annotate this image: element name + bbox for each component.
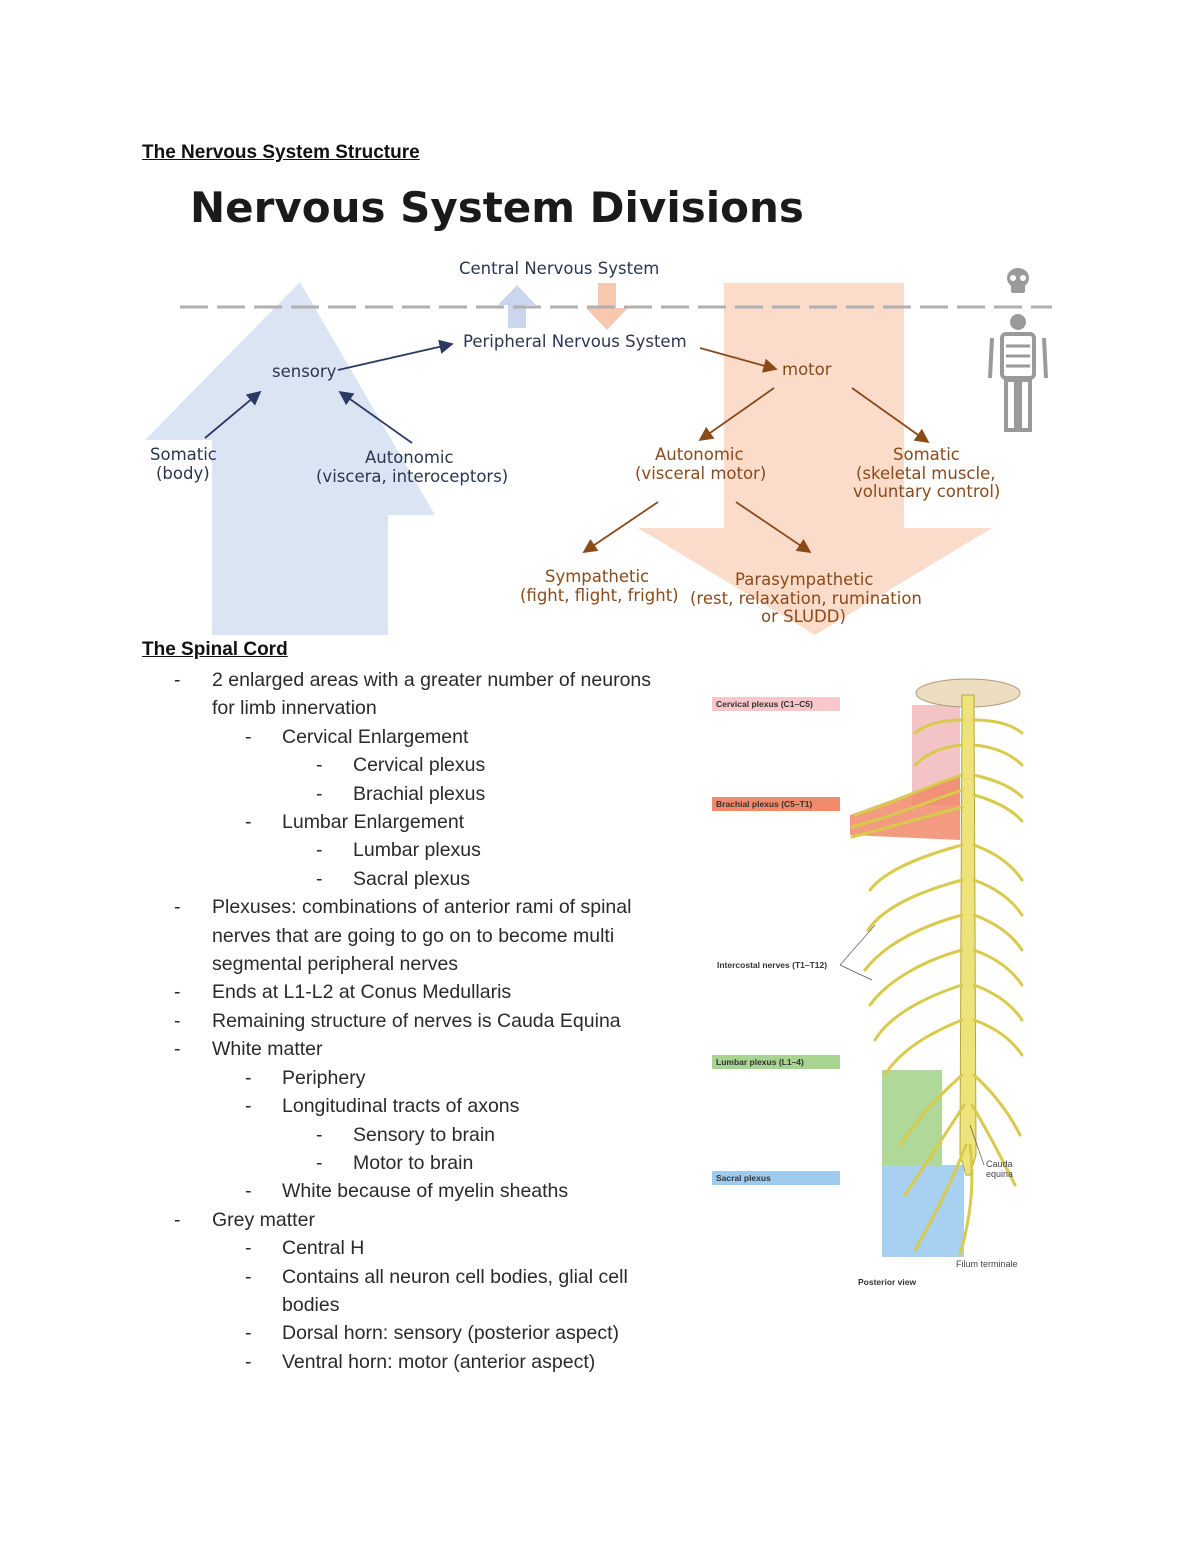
cervical-plexus-label: Cervical plexus (C1–C5) (716, 699, 813, 709)
list-item: Grey matter (142, 1206, 662, 1235)
list-item: 2 enlarged areas with a greater number o… (142, 666, 662, 723)
leader-lines (839, 924, 985, 1166)
motor-down-arrow (638, 283, 992, 635)
sensory-somatic-label: Somatic (150, 445, 217, 464)
list-item: Central H (142, 1234, 662, 1263)
list-item: White matter (142, 1035, 662, 1064)
spinal-cord-notes: 2 enlarged areas with a greater number o… (142, 666, 662, 1377)
lumbar-label-box (712, 1055, 840, 1069)
lumbar-region (882, 1070, 942, 1165)
cns-label: Central Nervous System (459, 259, 659, 278)
motor-label: motor (782, 360, 832, 379)
list-item: Cervical Enlargement (142, 723, 662, 752)
skull-icon (1007, 268, 1029, 293)
motor-arrows (582, 347, 930, 554)
list-item: Longitudinal tracts of axons (142, 1092, 662, 1121)
spinal-nerves (850, 718, 1024, 1257)
list-item: Ventral horn: motor (anterior aspect) (142, 1348, 662, 1377)
cervical-label-box (712, 697, 840, 711)
sacral-label-box (712, 1171, 840, 1185)
page-title: The Nervous System Structure (142, 142, 420, 163)
list-item: Sensory to brain (142, 1121, 662, 1150)
sensory-autonomic-detail: (viscera, interoceptors) (316, 467, 508, 486)
pns-label: Peripheral Nervous System (463, 332, 687, 351)
brachial-plexus-label: Brachial plexus (C5–T1) (716, 799, 813, 809)
filum-terminale-label: Filum terminale (956, 1259, 1018, 1269)
list-item: Cervical plexus (142, 751, 662, 780)
sacral-plexus-label: Sacral plexus (716, 1173, 771, 1183)
brachial-label-box (712, 797, 840, 811)
sensory-arrows (204, 339, 454, 444)
lumbar-plexus-label: Lumbar plexus (L1–4) (716, 1057, 804, 1067)
spinal-cord-figure: Cervical plexus (C1–C5) Brachial plexus … (712, 678, 1024, 1287)
list-item: Remaining structure of nerves is Cauda E… (142, 1007, 662, 1036)
list-item: Contains all neuron cell bodies, glial c… (142, 1263, 662, 1320)
cauda-equina-label-1: Cauda (986, 1159, 1013, 1169)
motor-somatic-label: Somatic (893, 445, 960, 464)
skeleton-icon (988, 314, 1048, 432)
posterior-view-label: Posterior view (858, 1277, 916, 1287)
list-item: Motor to brain (142, 1149, 662, 1178)
motor-autonomic-label: Autonomic (655, 445, 744, 464)
motor-autonomic-detail: (visceral motor) (635, 464, 766, 483)
parasympathetic-detail-2: or SLUDD) (761, 607, 846, 626)
figure-title: Nervous System Divisions (190, 183, 804, 232)
sensory-autonomic-label: Autonomic (365, 448, 454, 467)
list-item: Brachial plexus (142, 780, 662, 809)
list-item: White because of myelin sheaths (142, 1177, 662, 1206)
spinal-cord (959, 694, 977, 1176)
list-item: Ends at L1-L2 at Conus Medullaris (142, 978, 662, 1007)
list-item: Sacral plexus (142, 865, 662, 894)
motor-somatic-detail-2: voluntary control) (853, 482, 1000, 501)
list-item: Dorsal horn: sensory (posterior aspect) (142, 1319, 662, 1348)
sympathetic-label: Sympathetic (545, 567, 649, 586)
list-item: Lumbar Enlargement (142, 808, 662, 837)
section-heading-spinal-cord: The Spinal Cord (142, 639, 288, 660)
sensory-up-arrow (145, 282, 435, 635)
list-item: Lumbar plexus (142, 836, 662, 865)
list-item: Plexuses: combinations of anterior rami … (142, 893, 662, 978)
list-item: Periphery (142, 1064, 662, 1093)
intercostal-nerves-label: Intercostal nerves (T1–T12) (717, 960, 827, 970)
brachial-region (850, 775, 960, 840)
parasympathetic-detail-1: (rest, relaxation, rumination (690, 589, 922, 608)
parasympathetic-label: Parasympathetic (735, 570, 873, 589)
sensory-label: sensory (272, 362, 337, 381)
cauda-equina-label-2: equina (986, 1169, 1013, 1179)
sympathetic-detail: (fight, flight, fright) (520, 586, 679, 605)
motor-somatic-detail-1: (skeletal muscle, (856, 464, 995, 483)
sensory-somatic-detail: (body) (156, 464, 210, 483)
nervous-system-divisions-figure: Nervous System Divisions Central Nervous… (145, 183, 1052, 635)
